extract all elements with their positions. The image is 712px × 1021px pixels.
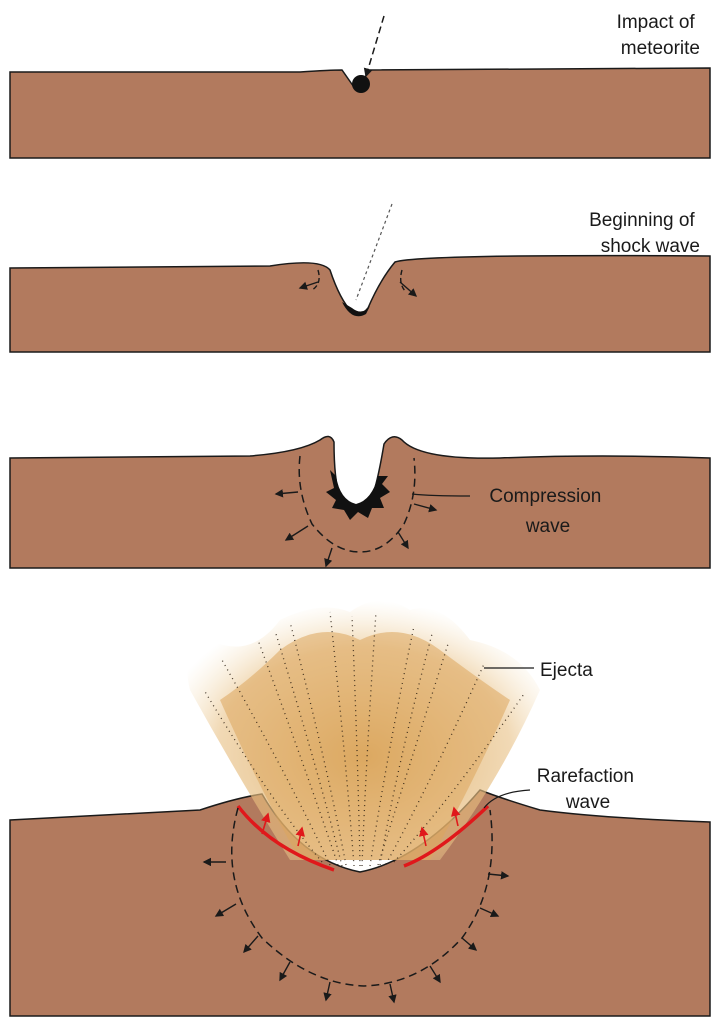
panel-compression-wave: Compression wave bbox=[10, 436, 710, 568]
label-rarefaction-wave: Rarefaction wave bbox=[537, 766, 639, 813]
trajectory-line bbox=[366, 16, 384, 76]
label-beginning-of-shock-wave: Beginning of shock wave bbox=[589, 210, 700, 257]
label-ejecta: Ejecta bbox=[540, 660, 593, 681]
label-impact-of-meteorite: Impact of meteorite bbox=[617, 12, 700, 59]
panel-ejecta: Ejecta Rarefaction wave bbox=[10, 600, 710, 1016]
panel-shock-wave: Beginning of shock wave bbox=[10, 204, 710, 352]
ground-block bbox=[10, 256, 710, 352]
meteorite bbox=[352, 75, 370, 93]
panel-impact: Impact of meteorite bbox=[10, 12, 710, 158]
